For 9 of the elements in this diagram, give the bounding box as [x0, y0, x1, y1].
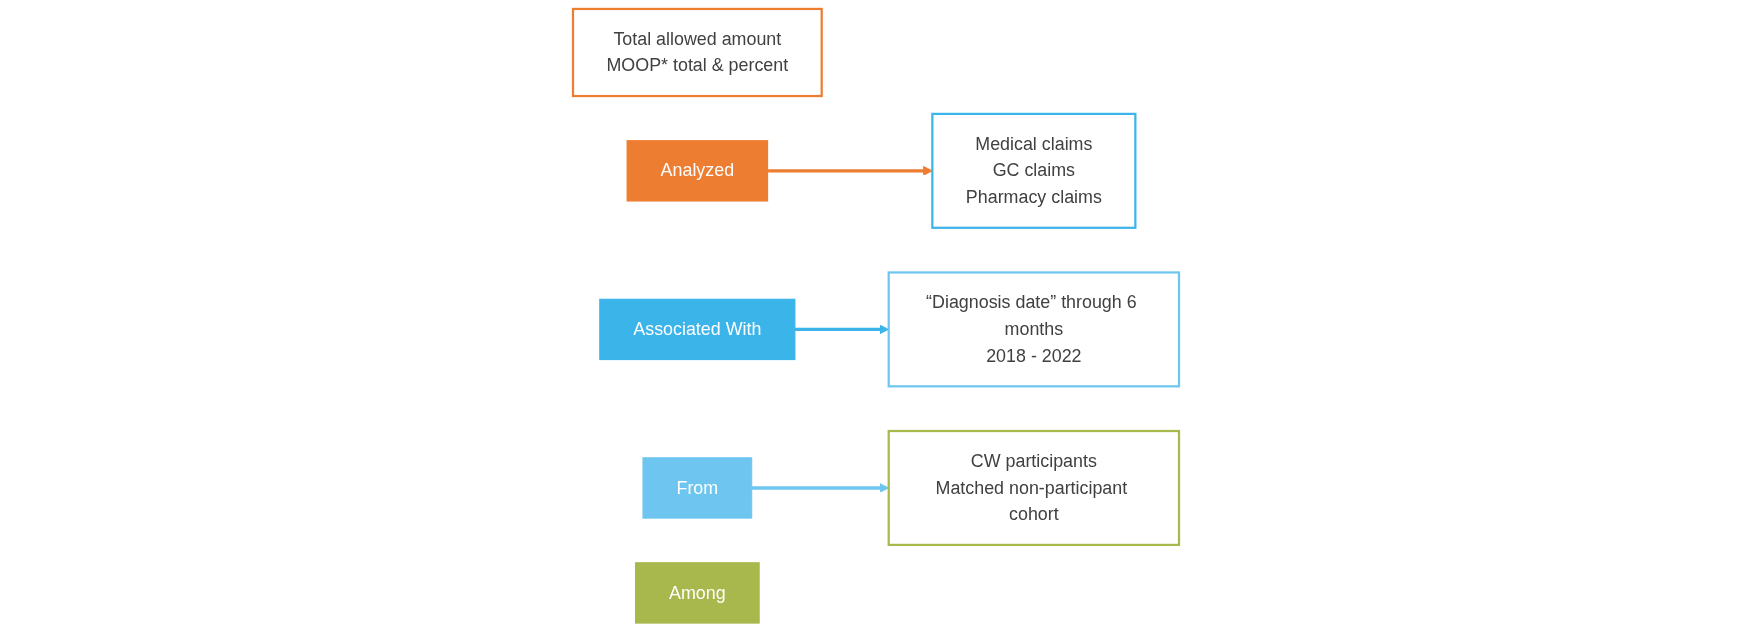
node-box: Total allowed amount MOOP* total & percent: [571, 7, 823, 98]
node-box: From: [642, 457, 753, 519]
node-box: Among: [635, 562, 760, 624]
node-box: CW participants Matched non-participant cohort: [887, 429, 1181, 546]
node-box: “Diagnosis date” through 6 months 2018 - 2022: [887, 271, 1181, 388]
node-box: Associated With: [599, 298, 796, 361]
arrow: [767, 165, 933, 176]
node-box: Analyzed: [626, 140, 769, 202]
node-box: Medical claims GC claims Pharmacy claims: [931, 112, 1137, 229]
